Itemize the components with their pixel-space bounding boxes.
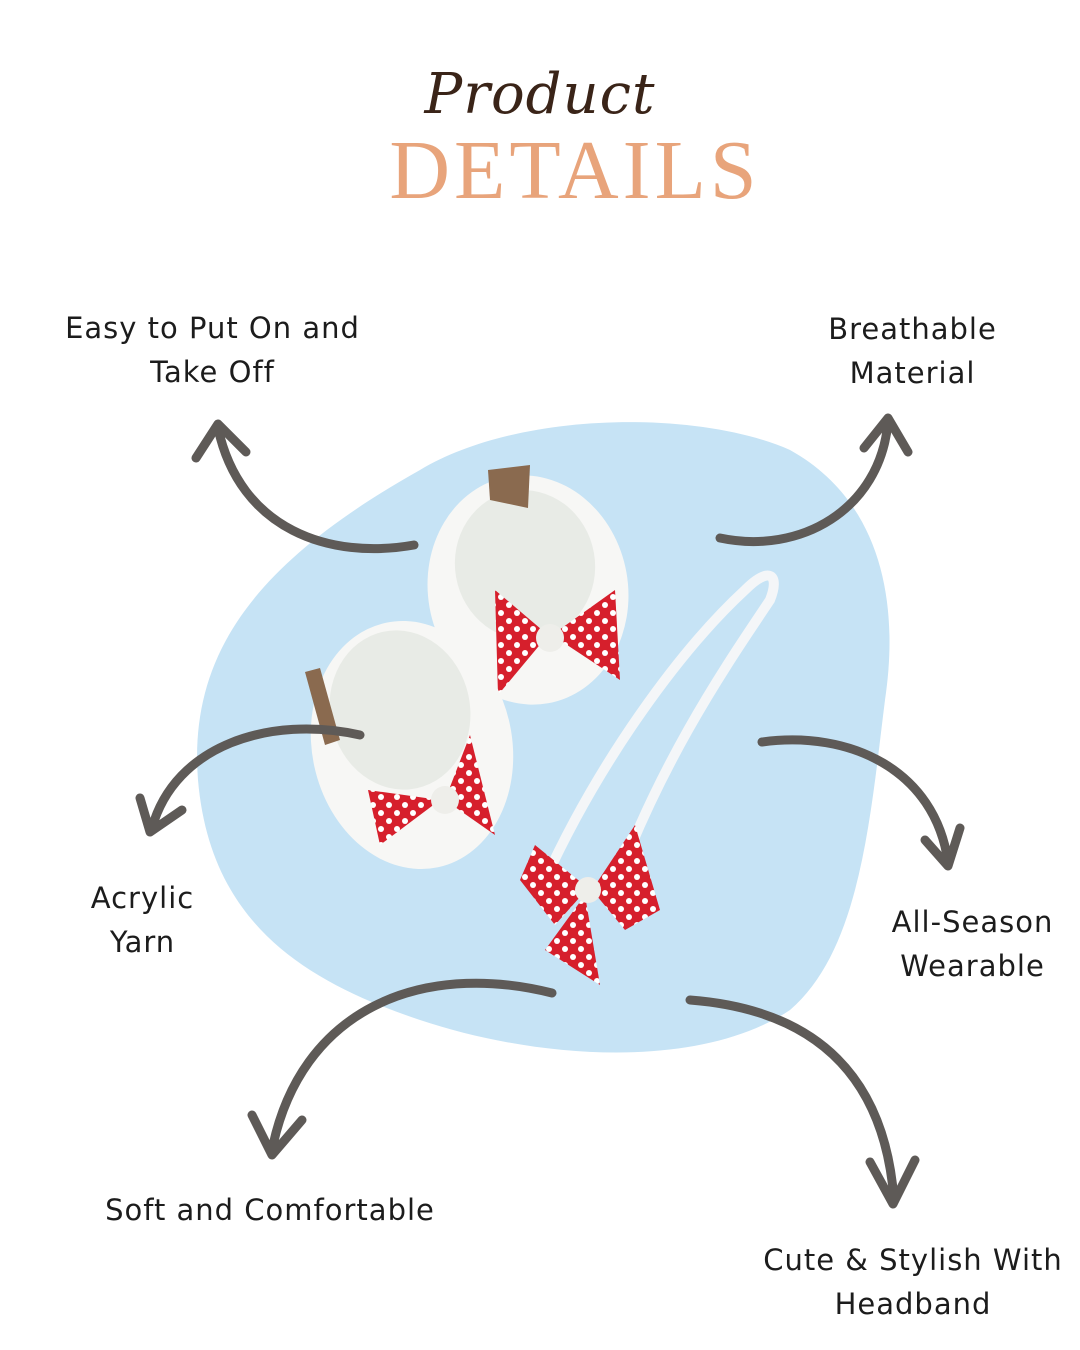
feature-line: Acrylic <box>90 881 195 915</box>
feature-breathable: Breathable Material <box>780 307 1045 395</box>
arrow-icon <box>757 735 965 871</box>
bootie-left <box>305 620 514 870</box>
feature-line: Wearable <box>900 949 1045 983</box>
feature-line: Easy to Put On and <box>65 311 360 345</box>
headband-strap <box>540 570 779 902</box>
feature-acrylic-yarn: Acrylic Yarn <box>60 876 225 964</box>
feature-soft-comfortable: Soft and Comfortable <box>80 1188 460 1232</box>
feature-line: Breathable <box>828 312 997 346</box>
arrow-icon <box>247 978 557 1160</box>
feature-easy-on-off: Easy to Put On and Take Off <box>40 306 385 394</box>
arrow-icon <box>685 995 920 1209</box>
feature-line: Headband <box>834 1287 992 1321</box>
title-main: DETAILS <box>389 124 761 217</box>
feature-line: Take Off <box>150 355 275 389</box>
arrow-icon <box>715 413 913 546</box>
feature-line: Soft and Comfortable <box>105 1193 435 1227</box>
feature-cute-stylish: Cute & Stylish With Headband <box>748 1238 1078 1326</box>
arrow-icon <box>191 419 419 554</box>
feature-line: Material <box>849 356 976 390</box>
bootie-right <box>427 465 629 705</box>
blue-blob <box>197 422 890 1053</box>
feature-line: All-Season <box>891 905 1054 939</box>
headband-bow <box>520 825 660 985</box>
arrow-icon <box>135 724 365 837</box>
feature-line: Cute & Stylish With <box>763 1243 1063 1277</box>
title-script: Product <box>424 62 656 127</box>
feature-line: Yarn <box>109 925 176 959</box>
feature-all-season: All-Season Wearable <box>870 900 1075 988</box>
